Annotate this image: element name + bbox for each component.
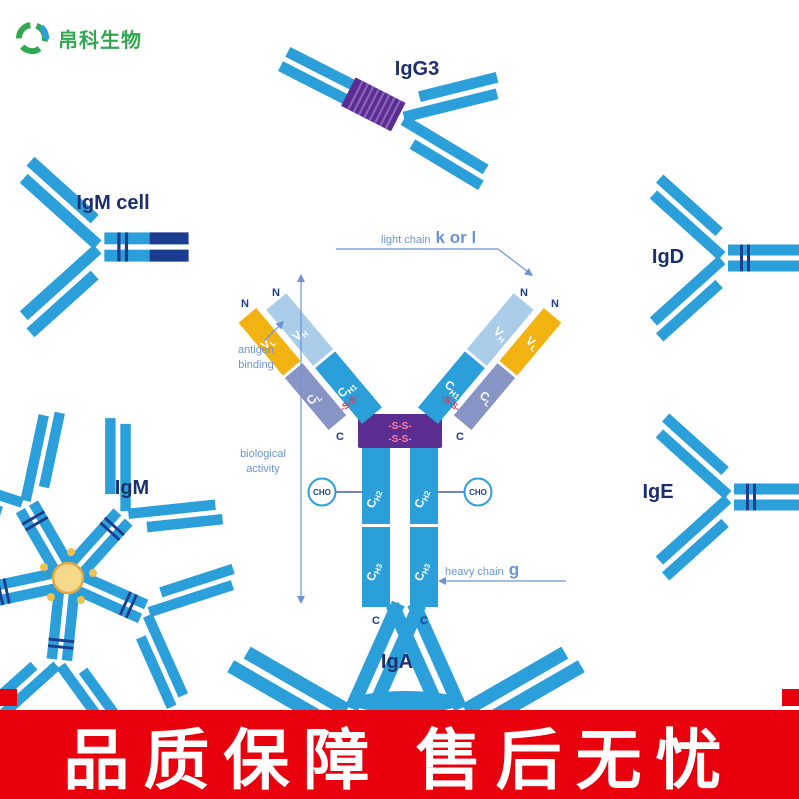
banner-text: 品质保障 售后无忧	[63, 722, 736, 797]
igm-cell-antibody	[14, 156, 189, 338]
banner-corner-left	[0, 689, 17, 706]
quality-banner: 品质保障 售后无忧	[0, 710, 799, 799]
svg-text:binding: binding	[238, 359, 273, 371]
igm-pentamer	[0, 399, 248, 747]
disulfide-hinge-2: -S-S-	[388, 434, 411, 445]
igm-j-chain	[51, 561, 85, 595]
label-igg3: IgG3	[395, 58, 439, 80]
c-terminus-label: C	[420, 615, 428, 627]
svg-text:activity: activity	[246, 463, 280, 475]
right-arm	[417, 293, 562, 430]
label-iga: IgA	[381, 651, 413, 673]
logo-icon	[16, 22, 50, 54]
label-igm-cell: IgM cell	[76, 192, 149, 214]
domain-label-ch2-right: CH2	[411, 487, 432, 511]
logo-text: 帛科生物	[58, 29, 142, 52]
cho-label-right: CHO	[469, 488, 487, 497]
label-igd: IgD	[652, 246, 684, 268]
cho-label-left: CHO	[313, 488, 331, 497]
antigen-binding-annotation: antigen binding	[238, 321, 284, 371]
c-terminus-label: C	[336, 431, 344, 443]
igg3-antibody	[278, 46, 499, 190]
label-igm: IgM	[115, 477, 149, 499]
label-ige: IgE	[642, 481, 673, 503]
hinge-region	[358, 414, 442, 448]
svg-text:antigen: antigen	[238, 344, 274, 356]
domain-label-ch2-left: CH2	[363, 487, 384, 511]
n-terminus-label: N	[272, 287, 280, 299]
banner-corner-right	[782, 689, 799, 706]
igg-structure-diagram: CHO CHO VL VH CL CH1 VL VH CL CH1 CH2 CH…	[238, 228, 566, 627]
domain-label-ch3-right: CH3	[411, 560, 432, 584]
n-terminus-label: N	[241, 298, 249, 310]
cho-glycan-right	[463, 477, 493, 507]
domain-label-ch3-left: CH3	[363, 560, 384, 584]
cho-glycan-left	[307, 477, 337, 507]
biological-activity-annotation: biological activity	[240, 274, 305, 604]
disulfide-hinge-1: -S-S-	[388, 421, 411, 432]
n-terminus-label: N	[551, 298, 559, 310]
n-terminus-label: N	[520, 287, 528, 299]
svg-text:biological: biological	[240, 448, 286, 460]
left-arm	[238, 293, 383, 430]
heavy-chain-stems	[362, 448, 438, 607]
iga-secretory-component	[350, 691, 462, 713]
iga-antibody	[220, 586, 592, 799]
logo: 帛科生物	[12, 18, 142, 58]
c-terminus-label: C	[372, 615, 380, 627]
c-terminus-label: C	[456, 431, 464, 443]
igm-cell-membrane-anchor	[149, 249, 189, 262]
